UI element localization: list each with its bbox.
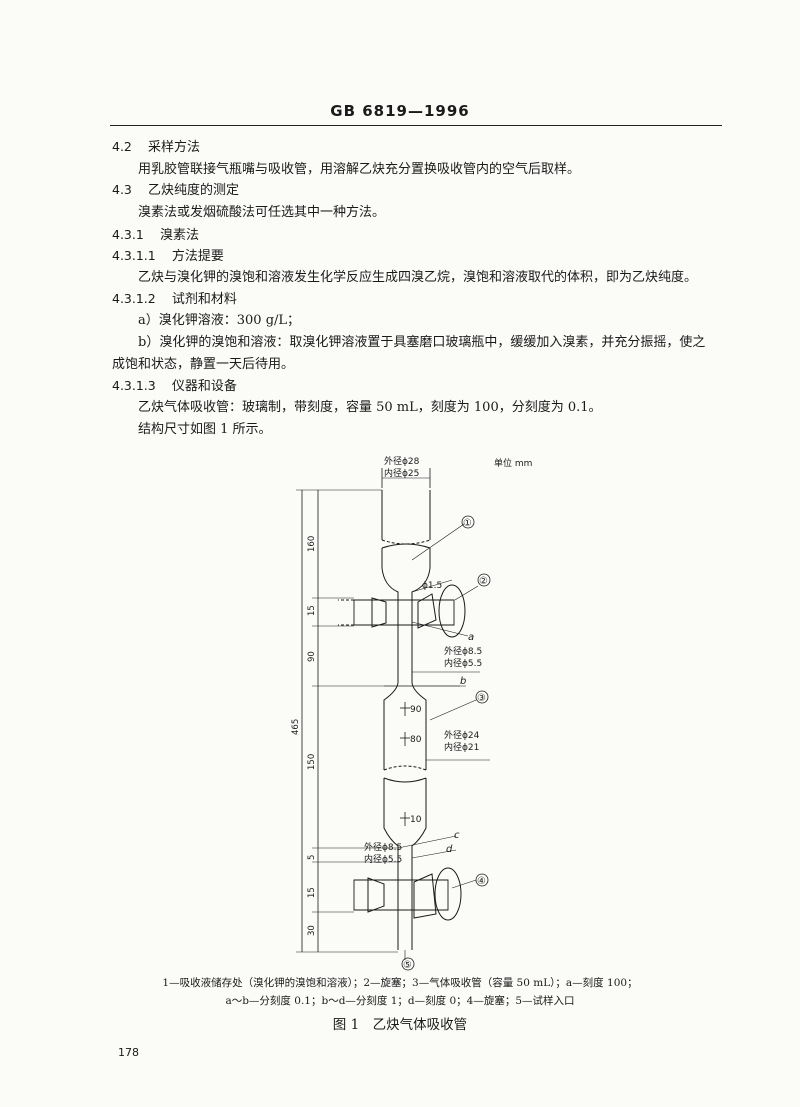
dimension-150: 150 [307, 754, 317, 770]
scale-80: 80 [410, 735, 422, 745]
scale-90: 90 [410, 705, 422, 715]
section-number: 4.3 [112, 182, 132, 197]
scale-10: 10 [410, 815, 422, 825]
mid-outer-diameter: 外径ϕ8.5 [444, 645, 482, 657]
low-outer-diameter: 外径ϕ8.5 [364, 841, 402, 853]
paragraph: 用乳胶管联接气瓶嘴与吸收管，用溶解乙炔充分置换吸收管内的空气后取样。 [138, 162, 581, 177]
section-4-3: 4.3 乙炔纯度的测定 [112, 180, 239, 201]
section-title: 采样方法 [148, 140, 201, 155]
dimension-30: 30 [307, 925, 317, 936]
section-4-2: 4.2 采样方法 [112, 137, 200, 158]
paragraph: 溴素法或发烟硫酸法可任选其中一种方法。 [138, 205, 386, 220]
list-item-b-continued: 成饱和状态，静置一天后待用。 [112, 357, 295, 372]
section-4-3-1-3: 4.3.1.3 仪器和设备 [112, 376, 237, 397]
callout-5: ⑤ [403, 960, 412, 971]
header-rule [110, 125, 722, 126]
section-title: 试剂和材料 [171, 292, 237, 307]
list-item-a: a）溴化钾溶液：300 g/L； [138, 313, 301, 328]
section-number: 4.3.1.1 [112, 248, 156, 263]
dimension-160: 160 [307, 536, 317, 552]
callout-4: ④ [477, 876, 486, 887]
low-inner-diameter: 内径ϕ5.5 [364, 853, 402, 865]
section-number: 4.3.1.3 [112, 378, 156, 393]
dimension-90: 90 [307, 651, 317, 662]
bore-diameter: ϕ1.5 [422, 581, 442, 591]
section-title: 仪器和设备 [171, 379, 237, 394]
paragraph: 乙炔气体吸收管：玻璃制，带刻度，容量 50 mL，刻度为 100，分刻度为 0.… [138, 400, 602, 415]
section-4-3-1-2: 4.3.1.2 试剂和材料 [112, 289, 237, 310]
top-inner-diameter: 内径ϕ25 [384, 467, 419, 479]
callout-2: ② [479, 576, 488, 587]
top-outer-diameter: 外径ϕ28 [384, 455, 420, 467]
dimension-15-lower: 15 [307, 887, 317, 898]
section-number: 4.2 [112, 139, 132, 154]
figure-title: 图 1 乙炔气体吸收管 [332, 1017, 468, 1033]
section-4-3-1: 4.3.1 溴素法 [112, 225, 199, 246]
section-number: 4.3.1.2 [112, 291, 156, 306]
page-number: 178 [118, 1046, 139, 1059]
section-4-3-1-1: 4.3.1.1 方法提要 [112, 246, 224, 267]
body-outer-diameter: 外径ϕ24 [444, 729, 480, 741]
figure-legend-line-1: 1—吸收液储存处（溴化钾的溴饱和溶液）；2—旋塞；3—气体吸收管（容量 50 m… [162, 977, 638, 989]
standard-header: GB 6819—1996 [330, 102, 470, 120]
dimension-15-upper: 15 [307, 605, 317, 616]
marker-c: c [454, 830, 460, 841]
section-number: 4.3.1 [112, 227, 144, 242]
paragraph: 结构尺寸如图 1 所示。 [138, 422, 272, 437]
mid-inner-diameter: 内径ϕ5.5 [444, 657, 482, 669]
unit-label: 单位 mm [494, 457, 532, 469]
marker-a: a [468, 632, 474, 643]
section-title: 方法提要 [171, 249, 224, 264]
section-title: 溴素法 [159, 228, 199, 243]
section-title: 乙炔纯度的测定 [148, 183, 240, 198]
marker-b: b [460, 676, 466, 687]
absorption-tube-drawing: 单位 mm 外径ϕ28 内径ϕ25 ϕ1.5 外径ϕ8.5 内径ϕ5.5 外径ϕ… [291, 455, 532, 971]
list-item-b: b）溴化钾的溴饱和溶液：取溴化钾溶液置于具塞磨口玻璃瓶中，缓缓加入溴素，并充分振… [138, 335, 706, 350]
callout-1: ① [463, 518, 472, 529]
paragraph: 乙炔与溴化钾的溴饱和溶液发生化学反应生成四溴乙烷，溴饱和溶液取代的体积，即为乙炔… [138, 270, 698, 285]
marker-d: d [446, 844, 453, 855]
figure-legend-line-2: a～b—分刻度 0.1；b～d—分刻度 1；d—刻度 0；4—旋塞；5—试样入口 [225, 995, 575, 1007]
body-inner-diameter: 内径ϕ21 [444, 741, 479, 753]
dimension-465: 465 [291, 719, 301, 735]
dimension-5: 5 [307, 855, 317, 860]
callout-3: ③ [477, 693, 486, 704]
